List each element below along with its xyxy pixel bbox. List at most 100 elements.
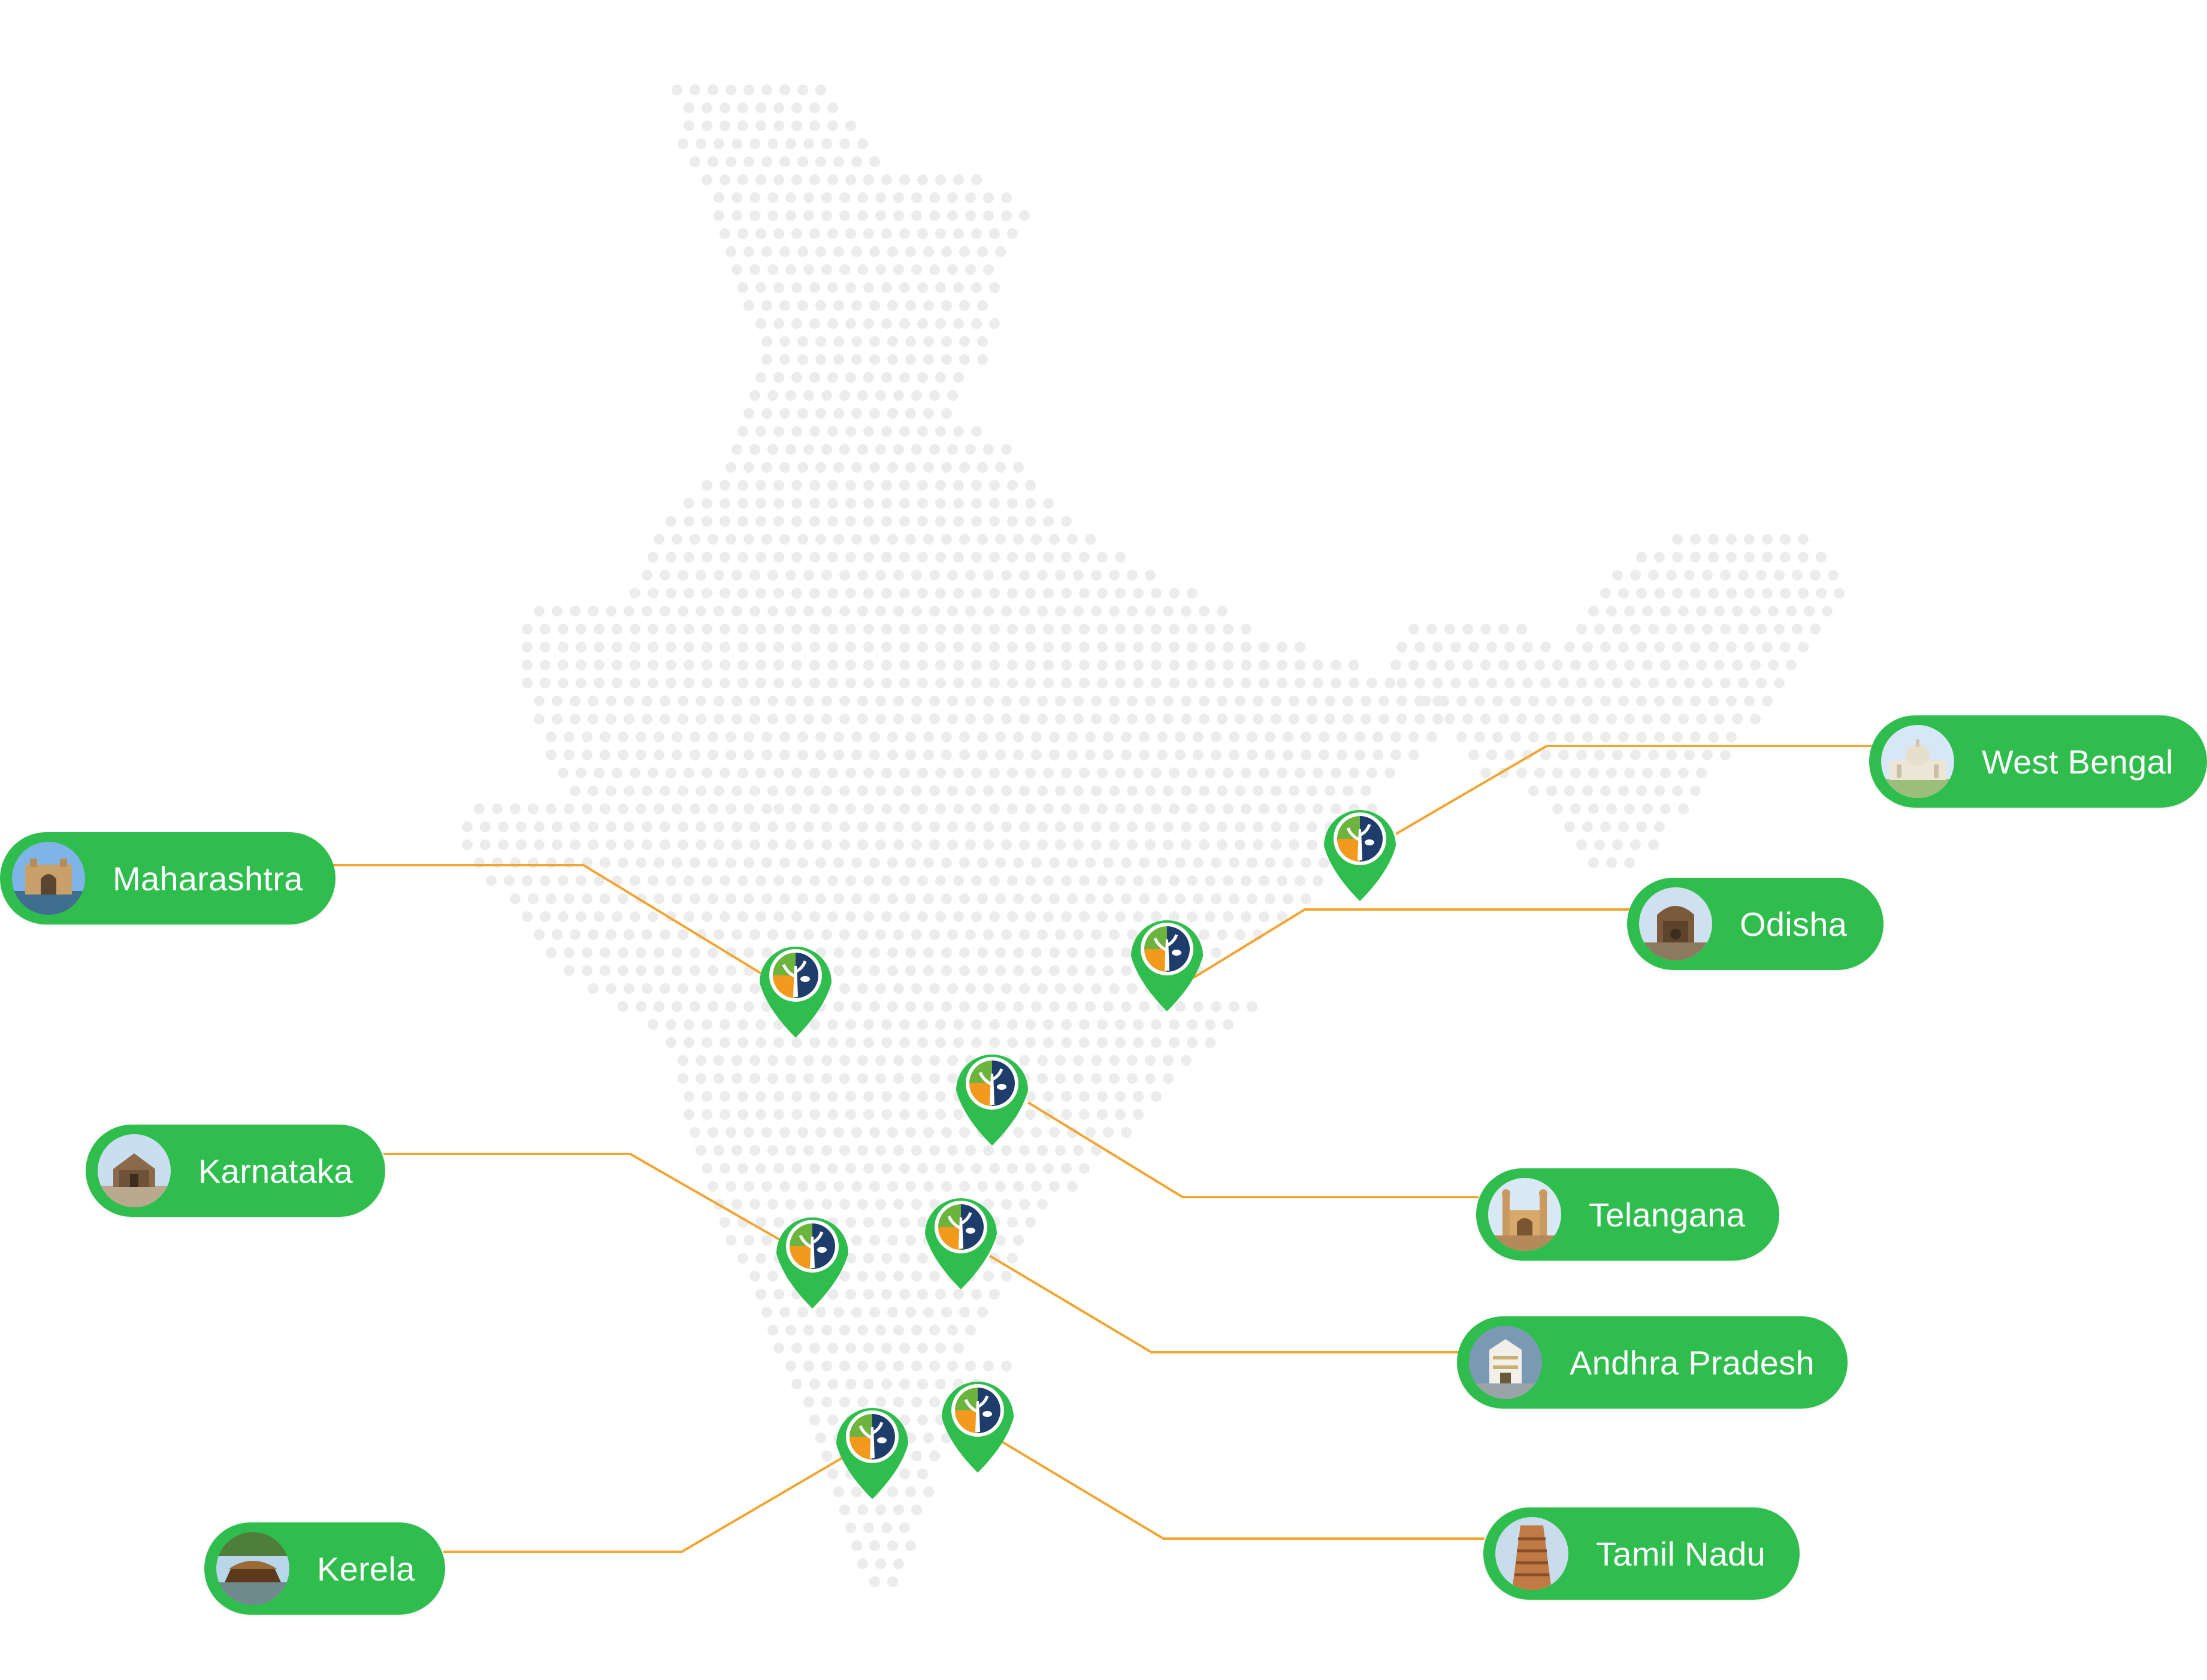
map-dot xyxy=(857,1361,868,1371)
map-dot xyxy=(953,1109,964,1120)
map-dot xyxy=(719,642,730,652)
map-dot xyxy=(821,1073,832,1084)
map-dot xyxy=(1079,1019,1090,1030)
map-dot xyxy=(1163,785,1174,796)
map-dot xyxy=(1798,642,1809,652)
map-dot xyxy=(1672,534,1683,545)
map-dot xyxy=(516,839,527,850)
map-dot xyxy=(809,660,820,670)
map-dot xyxy=(953,498,964,509)
map-dot xyxy=(594,642,604,652)
map-dot xyxy=(785,714,796,724)
location-pill-karnataka[interactable]: Karnataka xyxy=(86,1125,385,1217)
tree-logo-location-pin-icon[interactable] xyxy=(760,947,832,1038)
map-dot xyxy=(510,803,521,814)
tree-logo-location-pin-icon[interactable] xyxy=(1324,810,1396,901)
map-dot xyxy=(666,875,676,886)
map-dot xyxy=(767,570,778,581)
map-dot xyxy=(1073,929,1084,940)
map-dot xyxy=(839,839,850,850)
tree-logo-location-pin-icon[interactable] xyxy=(942,1382,1014,1473)
map-dot xyxy=(755,120,766,131)
location-pill-maharashtra[interactable]: Maharashtra xyxy=(0,832,335,924)
map-dot xyxy=(714,570,724,581)
map-dot xyxy=(749,1055,760,1066)
map-dot xyxy=(839,390,850,401)
map-dot xyxy=(1001,821,1012,832)
map-dot xyxy=(1666,624,1677,634)
location-pill-odisha[interactable]: Odisha xyxy=(1627,878,1883,970)
tree-logo-location-pin-icon[interactable] xyxy=(836,1408,908,1499)
map-dot xyxy=(845,120,856,131)
tree-logo-location-pin-icon[interactable] xyxy=(776,1217,848,1309)
map-dot xyxy=(899,318,910,329)
location-pill-telangana[interactable]: Telangana xyxy=(1476,1168,1779,1261)
map-dot xyxy=(1133,624,1144,634)
map-dot xyxy=(815,750,826,760)
map-dot xyxy=(971,498,982,509)
map-dot xyxy=(570,785,581,796)
map-dot xyxy=(492,803,503,814)
map-dot xyxy=(1708,642,1719,652)
map-dot xyxy=(887,1540,898,1551)
map-dot xyxy=(1594,624,1605,634)
map-dot xyxy=(696,1145,706,1156)
map-dot xyxy=(779,534,790,545)
location-pill-tamil-nadu[interactable]: Tamil Nadu xyxy=(1483,1507,1800,1600)
map-dot xyxy=(528,803,539,814)
map-dot xyxy=(1654,588,1665,599)
map-dot xyxy=(827,174,838,185)
map-dot xyxy=(1283,893,1293,904)
map-dot xyxy=(893,839,904,850)
map-dot xyxy=(1019,696,1030,706)
map-dot xyxy=(1103,857,1114,868)
map-dot xyxy=(1091,606,1102,617)
map-dot xyxy=(1055,929,1066,940)
map-dot xyxy=(1157,893,1168,904)
map-dot xyxy=(911,839,922,850)
map-dot xyxy=(1750,714,1761,724)
map-dot xyxy=(797,336,808,347)
map-dot xyxy=(1247,857,1257,868)
map-dot xyxy=(947,839,958,850)
map-dot xyxy=(815,1127,826,1138)
map-dot xyxy=(821,210,832,221)
location-pill-kerela[interactable]: Kerela xyxy=(204,1522,445,1615)
tree-logo-location-pin-icon[interactable] xyxy=(925,1198,997,1289)
map-dot xyxy=(911,210,922,221)
location-pill-andhra-pradesh[interactable]: Andhra Pradesh xyxy=(1457,1316,1848,1409)
map-dot xyxy=(899,911,910,922)
map-dot xyxy=(1816,588,1827,599)
map-dot xyxy=(929,264,940,275)
map-dot xyxy=(696,696,706,706)
map-dot xyxy=(989,588,1000,599)
map-dot xyxy=(1432,714,1443,724)
location-pill-west-bengal[interactable]: West Bengal xyxy=(1869,715,2207,808)
map-dot xyxy=(863,660,874,670)
map-dot xyxy=(1612,839,1623,850)
map-dot xyxy=(971,803,982,814)
map-dot xyxy=(1660,803,1671,814)
map-dot xyxy=(1762,642,1773,652)
map-dot xyxy=(1307,696,1317,706)
map-dot xyxy=(1055,983,1066,994)
map-dot xyxy=(1001,1271,1012,1282)
map-dot xyxy=(630,768,640,778)
tree-logo-location-pin-icon[interactable] xyxy=(1131,920,1203,1011)
map-dot xyxy=(1295,678,1305,688)
map-dot xyxy=(833,462,844,473)
map-dot xyxy=(1205,660,1216,670)
map-dot xyxy=(1007,875,1018,886)
map-dot xyxy=(672,84,682,95)
map-dot xyxy=(1486,750,1497,760)
map-dot xyxy=(684,102,694,113)
map-dot xyxy=(1684,678,1695,688)
map-dot xyxy=(1241,911,1251,922)
map-dot xyxy=(1780,588,1791,599)
map-dot xyxy=(935,282,946,293)
map-dot xyxy=(749,192,760,203)
map-dot xyxy=(809,875,820,886)
map-dot xyxy=(1690,732,1701,742)
tree-logo-location-pin-icon[interactable] xyxy=(956,1054,1028,1146)
map-dot xyxy=(749,839,760,850)
